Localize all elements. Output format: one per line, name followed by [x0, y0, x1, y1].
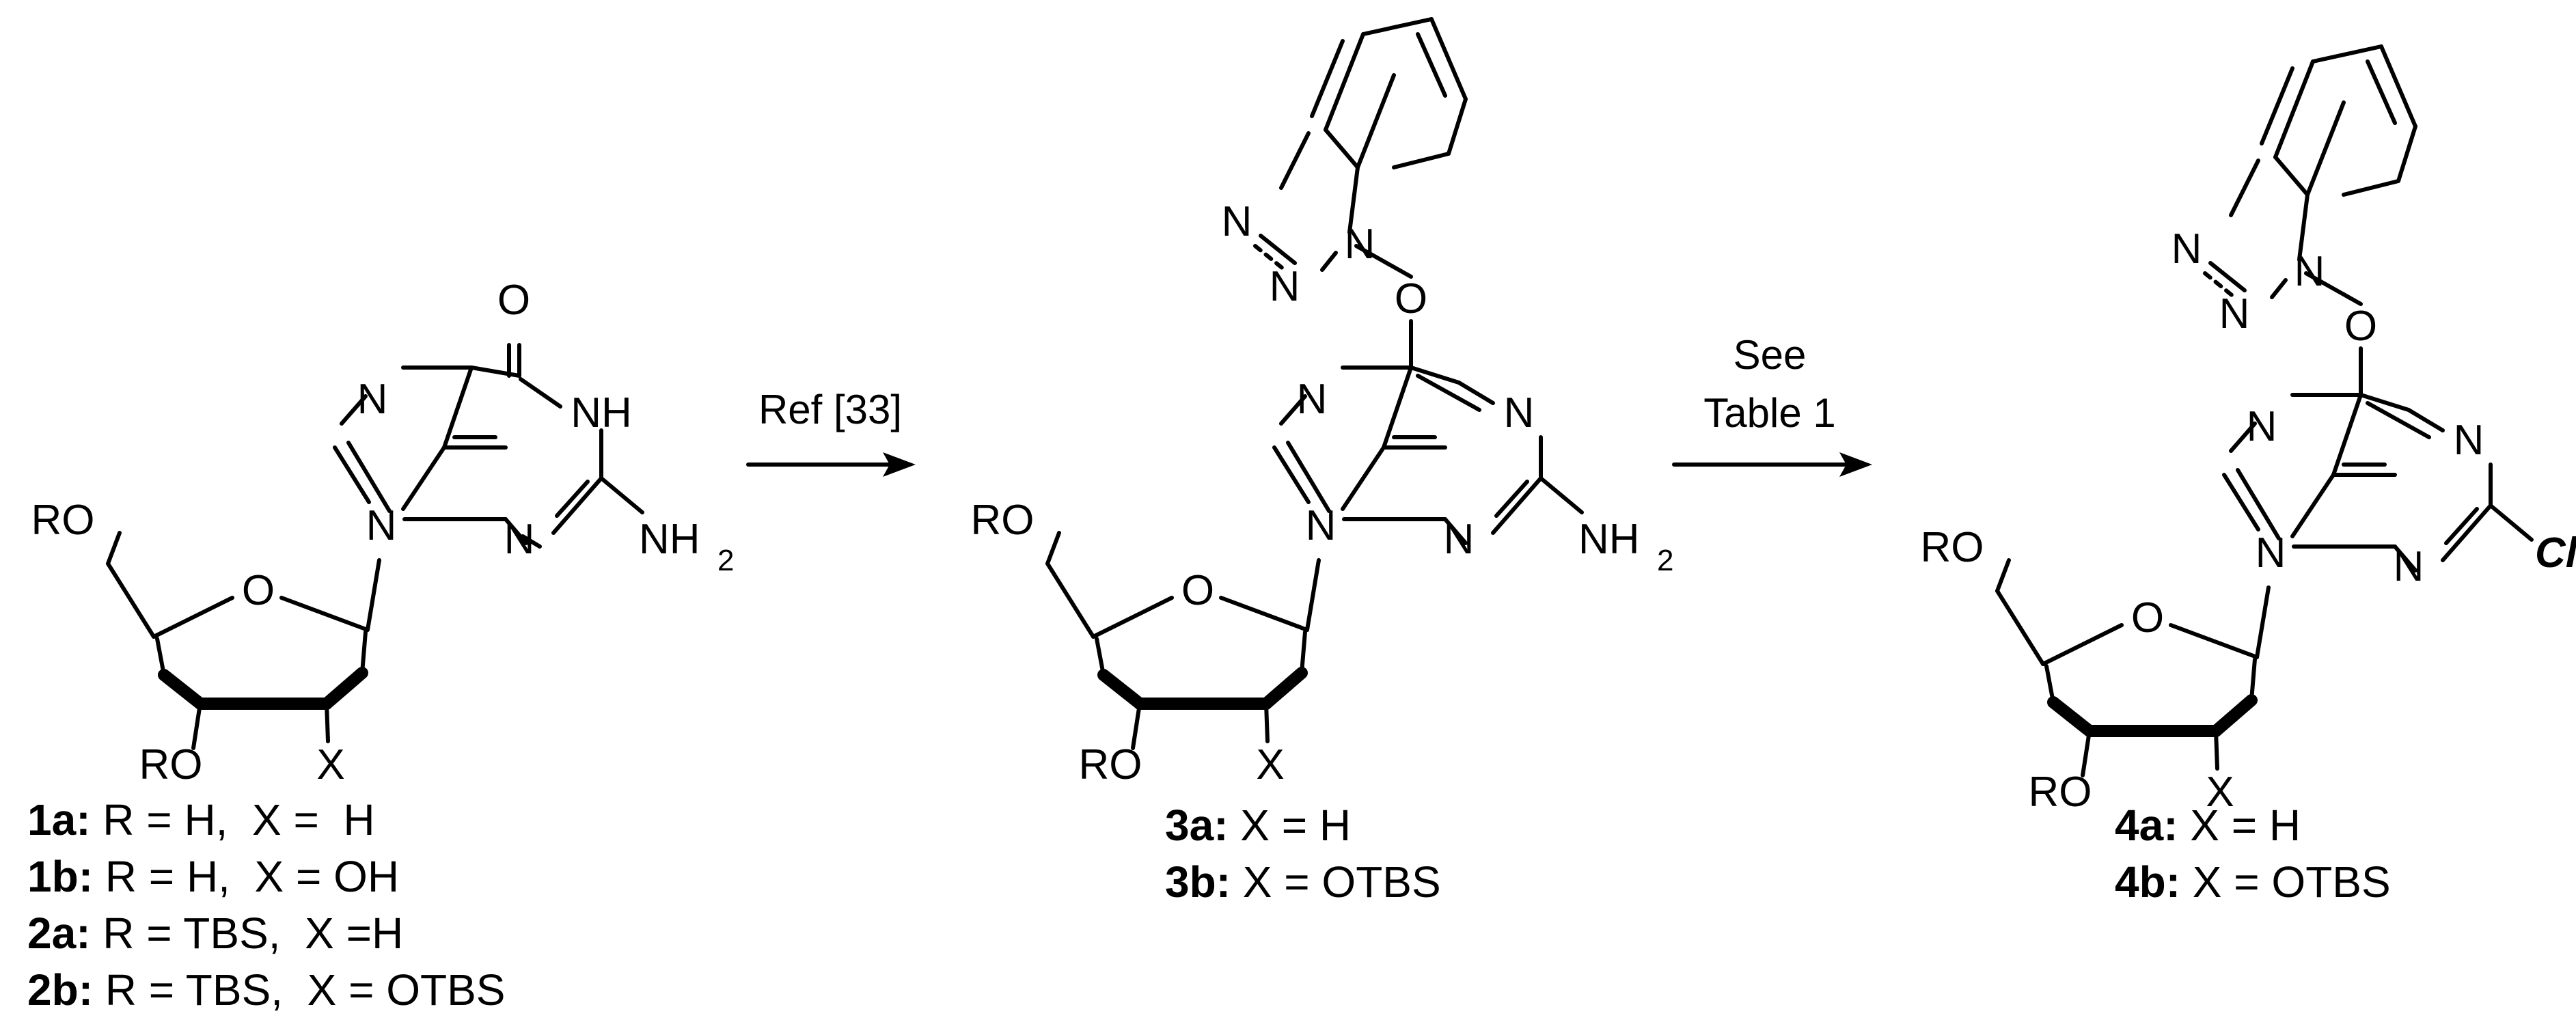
compound-3: O RO RO X N N N N O N N N NH 2 3a: X = H…	[971, 17, 1673, 907]
amino-group: NH	[639, 516, 700, 563]
ring-oxygen: O	[242, 567, 275, 614]
ro-5prime: RO	[31, 497, 95, 544]
compound-3-labels: 3a: X = H 3b: X = OTBS	[1165, 801, 1441, 907]
ro-5prime: RO	[1921, 524, 1984, 571]
amino-subscript: 2	[717, 544, 734, 577]
bt-nitrogen-3: N	[2171, 225, 2202, 273]
nitrogen-n7: N	[357, 376, 388, 423]
nitrogen-n9: N	[2256, 529, 2286, 577]
compound-4: O RO RO X N N N N O N N N Cl 4a: X = H 4…	[1921, 44, 2576, 907]
nitrogen-n1: N	[2454, 417, 2484, 464]
bt-nitrogen-3: N	[1222, 198, 1252, 245]
x-substituent: X	[2206, 769, 2234, 816]
reaction-arrow-1: Ref [33]	[746, 387, 916, 477]
ro-3prime: RO	[139, 741, 203, 788]
label-3b: 3b: X = OTBS	[1165, 857, 1441, 907]
label-1a: 1a: R = H, X = H	[27, 795, 375, 844]
ro-3prime: RO	[2029, 769, 2092, 816]
nitrogen-n9: N	[366, 502, 397, 549]
nitrogen-n3: N	[1444, 516, 1475, 563]
compound-1-2-labels: 1a: R = H, X = H 1b: R = H, X = OH 2a: R…	[27, 795, 505, 1015]
ro-3prime: RO	[1079, 741, 1142, 788]
label-2b: 2b: R = TBS, X = OTBS	[27, 965, 505, 1015]
x-substituent: X	[1256, 741, 1284, 788]
chloro-substituent: Cl	[2535, 529, 2576, 577]
carbonyl-oxygen: O	[497, 277, 530, 324]
label-1b: 1b: R = H, X = OH	[27, 852, 399, 901]
arrow-1-condition: Ref [33]	[758, 387, 902, 432]
nitrogen-n1: NH	[571, 389, 632, 437]
ro-5prime: RO	[971, 497, 1034, 544]
ring-oxygen: O	[1181, 567, 1214, 614]
reaction-arrow-2: See Table 1	[1672, 332, 1872, 477]
ether-oxygen: O	[1395, 275, 1427, 322]
label-4b: 4b: X = OTBS	[2115, 857, 2391, 907]
nitrogen-n7: N	[1297, 376, 1328, 423]
bt-nitrogen-1: N	[1345, 221, 1375, 268]
arrow-2-condition-line2: Table 1	[1703, 390, 1835, 436]
label-3a: 3a: X = H	[1165, 801, 1351, 850]
bt-nitrogen-1: N	[2294, 248, 2325, 295]
nitrogen-n3: N	[2394, 543, 2424, 590]
ring-oxygen: O	[2131, 594, 2164, 641]
bt-nitrogen-2: N	[1270, 263, 1300, 310]
nitrogen-n3: N	[504, 516, 535, 563]
arrow-2-condition-line1: See	[1734, 332, 1807, 378]
x-substituent: X	[316, 741, 344, 788]
bt-nitrogen-2: N	[2219, 290, 2250, 337]
ether-oxygen: O	[2344, 303, 2377, 350]
nitrogen-n7: N	[2247, 403, 2277, 450]
nitrogen-n1: N	[1504, 389, 1535, 437]
label-4a: 4a: X = H	[2115, 801, 2301, 850]
nitrogen-n9: N	[1306, 502, 1337, 549]
compound-4-labels: 4a: X = H 4b: X = OTBS	[2115, 801, 2391, 907]
amino-group: NH	[1578, 516, 1640, 563]
label-2a: 2a: R = TBS, X =H	[27, 909, 403, 958]
amino-subscript: 2	[1657, 544, 1673, 577]
compound-1-2: O RO RO X N N N NH O NH 2 1a: R = H, X =…	[27, 277, 734, 1015]
